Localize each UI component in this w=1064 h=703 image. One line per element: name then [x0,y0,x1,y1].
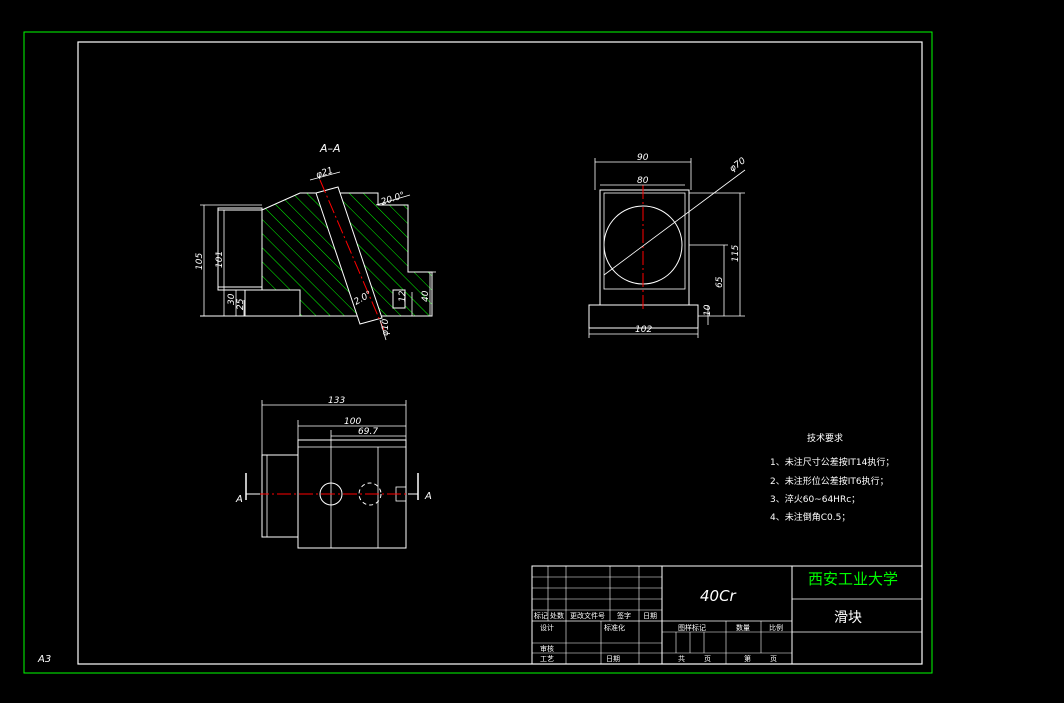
tech-req-item-3: 3、淬火60~64HRc； [770,493,860,505]
scale-header: 比例 [769,623,783,632]
dim-section-105: 105 [195,253,205,270]
plan-view: A A 133 100 69.7 [235,396,432,549]
dim-right-115: 115 [731,245,741,262]
dim-plan-69: 69.7 [358,427,378,437]
quantity-header: 数量 [736,623,750,632]
dim-plan-100: 100 [344,417,361,427]
inclined-bore [315,186,383,325]
tech-req-item-4: 4、未注倒角C0.5； [770,511,850,523]
dim-section-dia21: φ21 [315,166,335,181]
role-design: 设计 [540,623,554,632]
title-part-name: 滑块 [834,609,862,626]
bore-centerline [319,179,385,331]
title-school: 西安工业大学 [808,570,898,588]
dim-right-102: 102 [635,325,652,335]
plan-view-hole-left [319,482,343,506]
sheet-total-label: 共 [678,654,685,663]
section-view-aa: A–A φ21 20.0° 105 101 30 25 2.0° 12 40 [195,142,436,341]
right-view: 90 80 φ70 115 65 10 102 [588,153,748,338]
dim-right-10: 10 [703,304,713,316]
rev-header-date: 日期 [643,612,657,620]
outer-frame [23,31,933,674]
tech-req-title: 技术要求 [807,432,843,444]
dim-section-25: 25 [236,298,246,310]
section-view-title: A–A [319,142,341,155]
dim-right-65: 65 [715,276,725,288]
sheet-size-label: A3 [37,654,51,665]
section-left-cylinder [217,207,263,291]
section-label-left: A [235,494,243,505]
dim-right-dia70: φ70 [728,156,748,174]
dim-section-30: 30 [227,293,237,305]
rev-header-sign: 签字 [617,611,631,620]
sheet-current-label: 第 [744,654,751,663]
tech-req-item-2: 2、未注形位公差按IT6执行； [770,475,889,487]
right-view-body [599,189,690,306]
sheet-current-unit: 页 [770,655,777,663]
dim-section-40: 40 [421,290,431,302]
role-review: 审核 [540,644,554,653]
dim-section-dia10: φ10 [381,318,391,336]
technical-requirements: 技术要求 1、未注尺寸公差按IT14执行； 2、未注形位公差按IT6执行； 3、… [770,432,894,523]
tech-req-item-1: 1、未注尺寸公差按IT14执行； [770,456,894,468]
dim-plan-133: 133 [328,396,345,406]
rev-header-count: 处数 [550,611,564,620]
title-material: 40Cr [700,587,737,605]
role-process: 工艺 [540,655,554,663]
dim-section-12: 12 [398,290,408,302]
sheet-total-unit: 页 [704,655,711,663]
role-date: 日期 [606,655,620,663]
dim-right-90: 90 [637,153,649,163]
section-label-right: A [424,491,432,502]
rev-header-doc: 更改文件号 [570,611,605,620]
title-block: 40Cr 西安工业大学 滑块 标记 处数 更改文件号 签字 日期 设计 标准化 … [531,565,923,665]
stage-mark-header: 图样标记 [678,623,706,632]
dim-section-101: 101 [215,251,225,268]
inner-frame [77,41,923,665]
role-standard: 标准化 [604,623,625,632]
dim-right-80: 80 [637,176,649,186]
rev-header-mark: 标记 [534,611,548,620]
plan-view-hole-right [358,482,382,506]
